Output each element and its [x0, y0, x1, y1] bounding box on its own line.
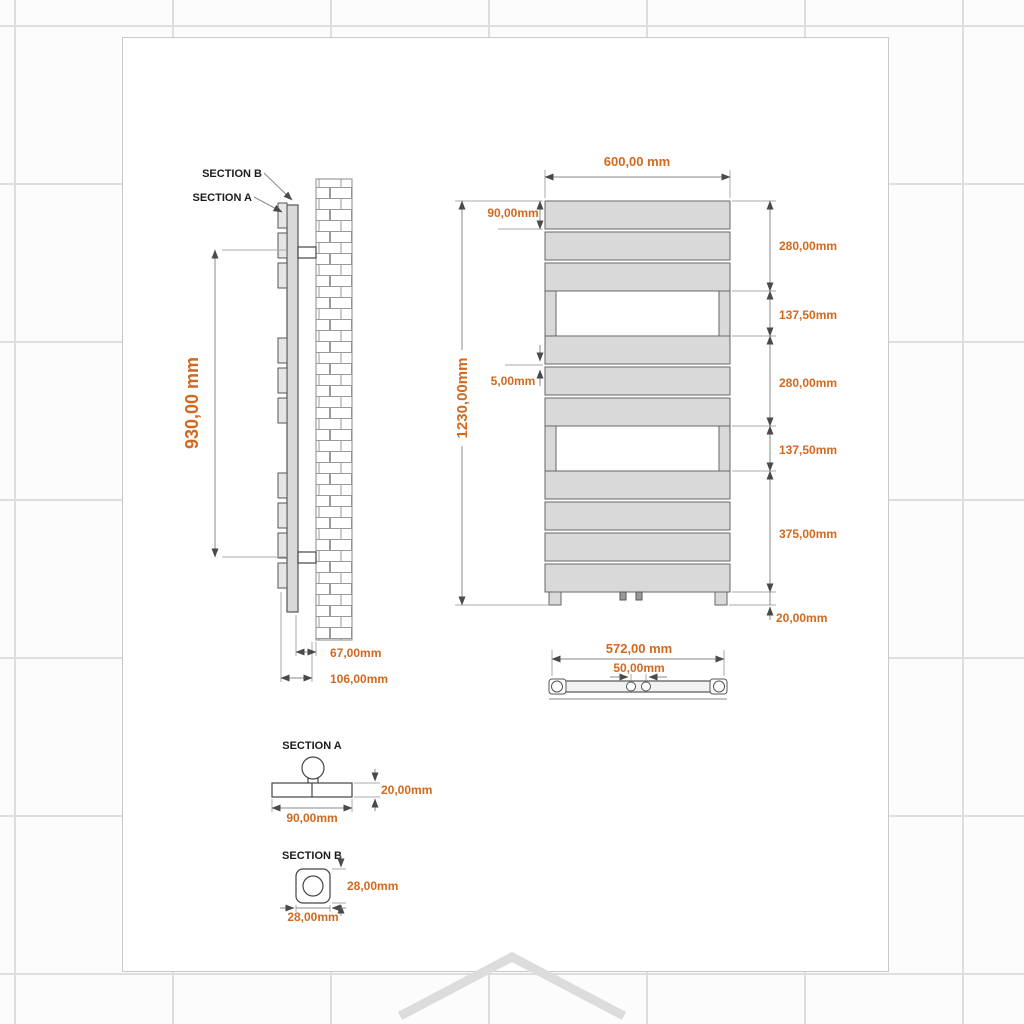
valve-stub-right: [635, 591, 643, 601]
valve-port-left: [626, 681, 636, 692]
radiator-panels: [544, 200, 731, 593]
section-a-callout: SECTION A: [193, 192, 253, 204]
foot-left: [548, 591, 562, 606]
dim-right-1: 137,50mm: [779, 308, 837, 322]
dim-section-b-height: 28,00mm: [347, 879, 398, 893]
section-b-detail: SECTION B 28,00mm 28,00mm: [280, 850, 398, 924]
dim-right-4: 375,00mm: [779, 527, 837, 541]
right-dimension-chain: 280,00mm 137,50mm 280,00mm 137,50mm 375,…: [729, 200, 837, 625]
dim-section-a-width: 90,00mm: [286, 811, 337, 825]
section-a-detail: SECTION A 20,00mm 90,00mm: [271, 740, 432, 825]
side-panel-tabs: [277, 202, 288, 589]
dim-width: 600,00 mm: [604, 154, 671, 169]
side-view: SECTION B SECTION A 930,00 mm 67,00mm 10…: [182, 168, 388, 686]
dim-depth-106: 106,00mm: [330, 672, 388, 686]
dim-section-b-width: 28,00mm: [287, 910, 338, 924]
dim-depth-67: 67,00mm: [330, 646, 381, 660]
radiator-side-profile: [286, 204, 299, 613]
section-b-leader: [263, 172, 293, 201]
dim-top-panel: 90,00mm: [487, 206, 538, 220]
section-b-height-dimension: 28,00mm: [332, 856, 398, 916]
width-dimension: 600,00 mm: [544, 154, 731, 198]
panel-gap-dimension: 5,00mm: [491, 345, 544, 388]
depth-dimensions: 67,00mm 106,00mm: [280, 592, 388, 686]
mount-height-dimension: 930,00 mm: [182, 249, 286, 558]
valve-stub-left: [619, 591, 627, 601]
section-b-width-dimension: 28,00mm: [280, 904, 346, 924]
drawing-sheet: [122, 37, 889, 972]
front-view: 600,00 mm 90,00mm 1230,00mm 5,00mm: [454, 154, 837, 625]
section-a-leader: [253, 196, 283, 213]
height-dimension: 1230,00mm: [454, 200, 549, 606]
dim-right-2: 280,00mm: [779, 376, 837, 390]
valve-spacing-dimension: 50,00mm: [610, 661, 667, 681]
wall-bracket-bottom: [297, 551, 317, 564]
dim-section-a-thickness: 20,00mm: [381, 783, 432, 797]
wall-bracket-top: [297, 246, 317, 259]
panel-tube: [301, 756, 325, 780]
foot-right: [714, 591, 728, 606]
brick-wall: [315, 178, 353, 641]
bracket-hole-right: [713, 680, 725, 693]
mounting-rail: [551, 680, 725, 693]
section-callouts: SECTION B SECTION A: [193, 168, 293, 213]
top-panel-dimension: 90,00mm: [455, 200, 544, 230]
span-dimension: 572,00 mm: [551, 641, 725, 676]
dim-panel-gap: 5,00mm: [491, 374, 536, 388]
dim-right-0: 280,00mm: [779, 239, 837, 253]
bottom-view: 572,00 mm 50,00mm: [548, 641, 728, 700]
side-rails: [544, 290, 731, 472]
section-b-callout: SECTION B: [202, 168, 262, 180]
bracket-hole-left: [551, 680, 563, 693]
collector-bore: [302, 875, 324, 897]
dim-span: 572,00 mm: [606, 641, 673, 656]
dim-valve-spacing: 50,00mm: [613, 661, 664, 675]
dim-right-3: 137,50mm: [779, 443, 837, 457]
valve-port-right: [641, 681, 651, 692]
section-b-title: SECTION B: [282, 850, 342, 862]
dim-mount-height: 930,00 mm: [182, 357, 202, 449]
dim-height: 1230,00mm: [454, 358, 471, 439]
dim-right-5: 20,00mm: [776, 611, 827, 625]
watermark-triangle: [397, 951, 627, 1020]
section-a-title: SECTION A: [282, 740, 342, 752]
section-a-width-dimension: 90,00mm: [271, 799, 353, 825]
section-a-thickness-dimension: 20,00mm: [354, 769, 432, 811]
